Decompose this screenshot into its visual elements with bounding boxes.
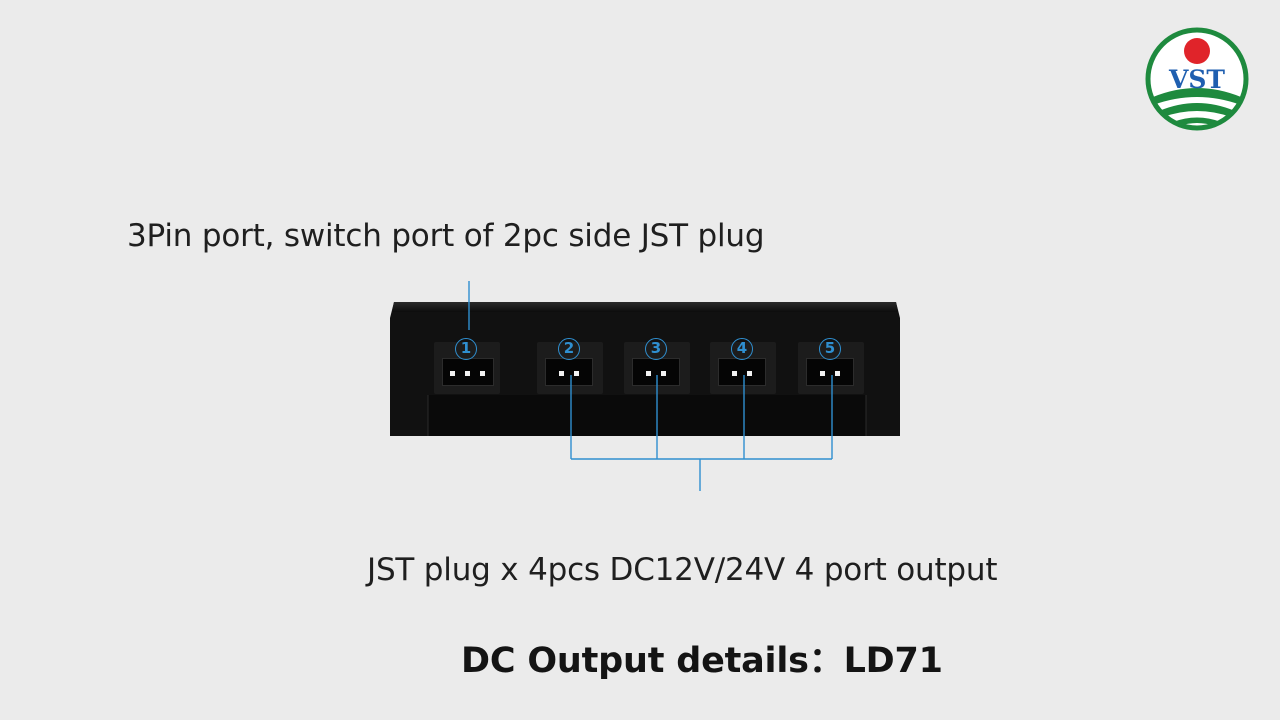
pin [559, 371, 564, 376]
bottom-port-label: JST plug x 4pcs DC12V/24V 4 port output [367, 552, 998, 588]
port-number-badge: 2 [558, 338, 580, 360]
top-port-label: 3Pin port, switch port of 2pc side JST p… [127, 218, 765, 254]
port-socket [632, 358, 680, 386]
port-1: 1 [434, 338, 500, 394]
port-number-badge: 1 [455, 338, 477, 360]
port-socket [545, 358, 593, 386]
pin [450, 371, 455, 376]
port-number-badge: 3 [645, 338, 667, 360]
pin [465, 371, 470, 376]
port-4: 4 [710, 338, 776, 394]
pin [646, 371, 651, 376]
page-title: DC Output details：LD71 [461, 641, 943, 681]
controller-device: 1 2 3 4 5 [388, 300, 902, 438]
pin [732, 371, 737, 376]
pin [574, 371, 579, 376]
port-3: 3 [624, 338, 690, 394]
port-number-badge: 4 [731, 338, 753, 360]
pin [661, 371, 666, 376]
pin [747, 371, 752, 376]
pin [835, 371, 840, 376]
pin [480, 371, 485, 376]
vst-logo: VST [1145, 27, 1249, 131]
port-2: 2 [537, 338, 603, 394]
port-5: 5 [798, 338, 864, 394]
port-number-badge: 5 [819, 338, 841, 360]
port-socket [718, 358, 766, 386]
pin [820, 371, 825, 376]
port-socket [806, 358, 854, 386]
svg-text:VST: VST [1168, 65, 1225, 94]
